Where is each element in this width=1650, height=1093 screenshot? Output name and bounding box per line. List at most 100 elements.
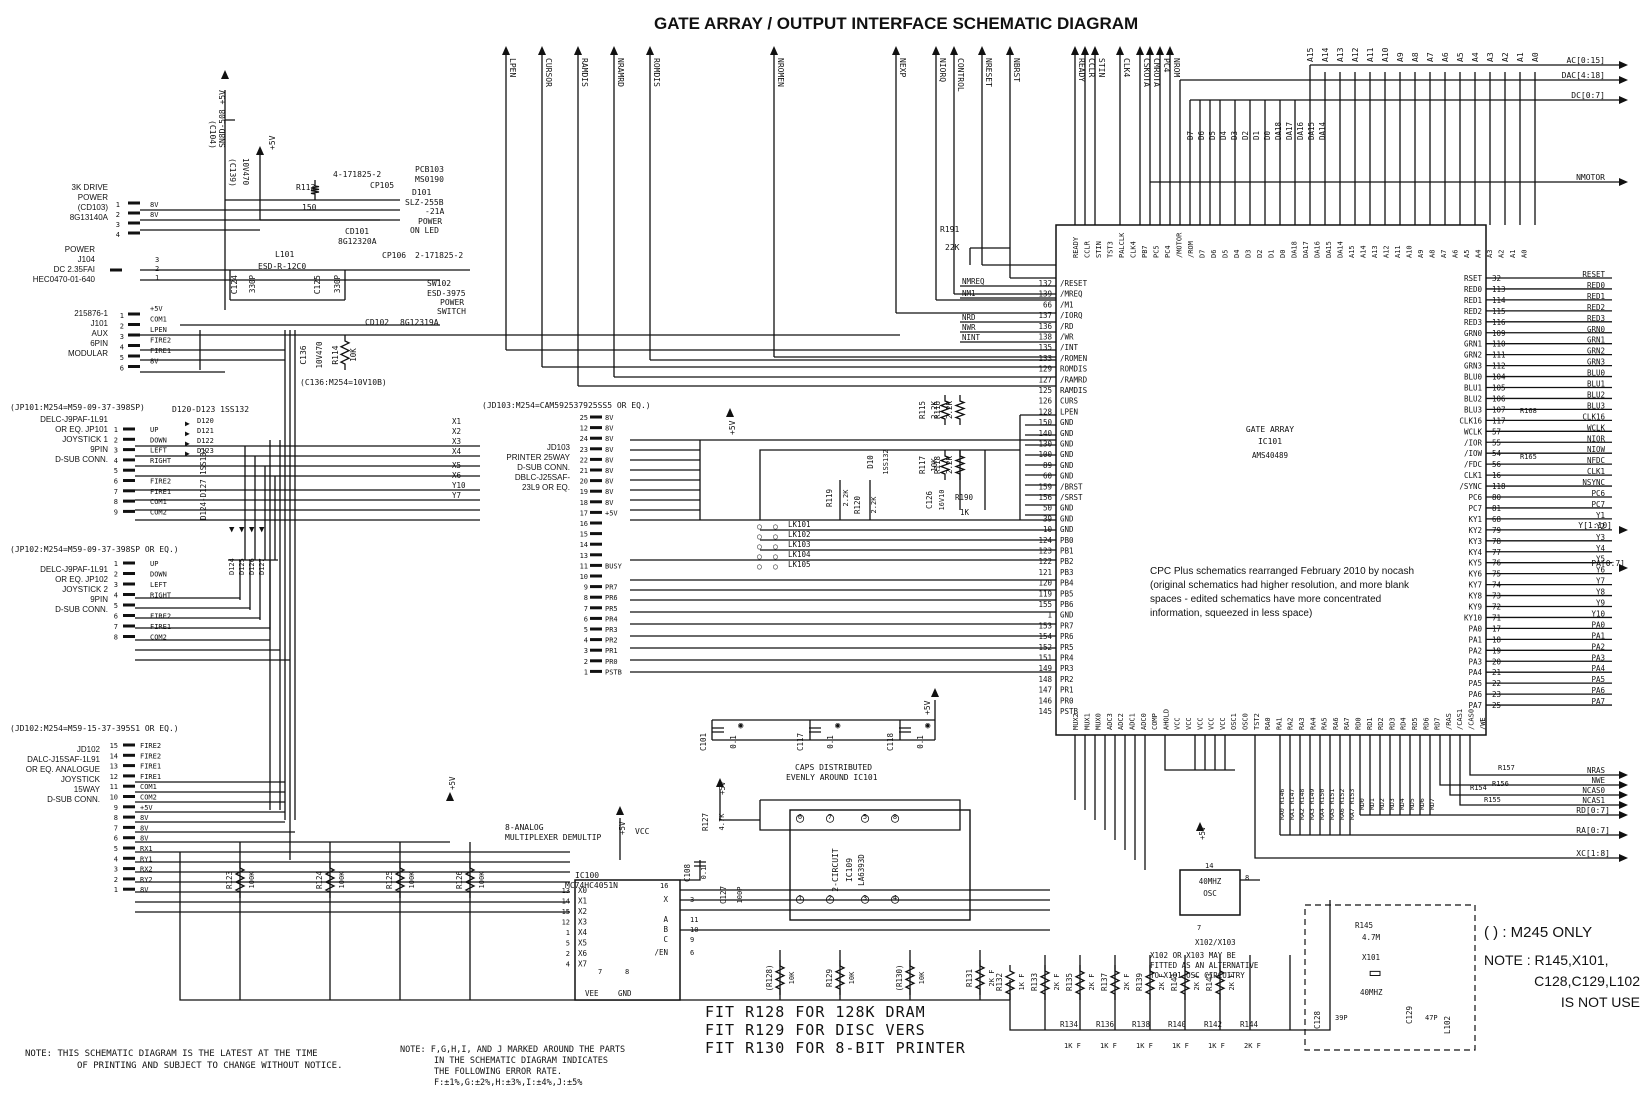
ic109-pin-num: 7 <box>828 813 832 821</box>
connector-text: J101 <box>91 319 109 328</box>
ic101-bottom-pin: TST2 <box>1253 713 1261 730</box>
ic101-bottom-pin: RD7 <box>1434 717 1442 730</box>
pin-number: 7 <box>584 605 588 613</box>
mux-pin-num: 8 <box>625 968 629 976</box>
part-label: R143 <box>1205 973 1214 991</box>
comparator-ic109 <box>789 809 971 921</box>
resistor-label: R168 <box>1520 407 1537 415</box>
pin-number: 13 <box>580 552 588 560</box>
ic101-top-pin: A3 <box>1486 250 1494 258</box>
ic101-left-pin: LPEN <box>1060 407 1078 416</box>
resistor-icon <box>1109 965 1121 1000</box>
signal-arrow-icon <box>502 46 510 55</box>
net-label: FIRE1 <box>150 623 171 631</box>
ic101-bottom-pin: /RAS <box>1445 713 1453 730</box>
alt-osc-box <box>1304 904 1476 1051</box>
ic101-bottom-pin: MUX1 <box>1083 713 1091 730</box>
part-value: 2-171825-2 <box>415 251 463 260</box>
ic109-pin-num: 3 <box>863 894 867 902</box>
output-signal-label: Y8 <box>1596 588 1606 597</box>
part-value: 100K <box>478 871 486 889</box>
part-label: (R128) <box>765 964 774 991</box>
rd-label: RD4 <box>1398 798 1406 810</box>
data-label: DA17 <box>1285 122 1294 140</box>
part-value: 2K F <box>1123 974 1131 991</box>
signal-arrow-icon <box>1006 46 1014 55</box>
connector-text: J104 <box>78 255 96 264</box>
signal-arrow-icon <box>1619 801 1628 809</box>
pin-number: 1 <box>155 274 159 282</box>
part-label: SWITCH <box>437 307 466 316</box>
pin-number: 15 <box>580 531 588 539</box>
pin-number: 8 <box>114 814 118 822</box>
pin-number: 11 <box>110 783 118 791</box>
net-label: 8V <box>150 211 159 219</box>
ic109-pin-pad: ◯ <box>890 811 899 826</box>
connector-text: POWER <box>78 193 108 202</box>
part-label: R119 <box>825 489 834 507</box>
data-label: DA15 <box>1307 122 1316 140</box>
output-signal-label: PA6 <box>1591 686 1605 695</box>
net-label: FIRE2 <box>140 742 161 750</box>
mux-part: MC74HC4051N <box>565 881 618 890</box>
ic101-bottom-pin: RA6 <box>1332 717 1340 730</box>
part-label: SW102 <box>427 279 451 288</box>
part-label: R145 <box>1355 921 1373 930</box>
pin-number: 3 <box>114 866 118 874</box>
signal-arrow-icon <box>1071 46 1079 55</box>
pin-number: 3 <box>116 221 120 229</box>
mux-pin: X <box>663 895 668 904</box>
part-value: 2.2K <box>930 400 939 419</box>
address-label: A0 <box>1531 52 1540 62</box>
net-label: FIRE1 <box>140 763 161 771</box>
resistor-icon <box>904 960 916 995</box>
bus-label: NMOTOR <box>1576 173 1605 182</box>
capacitor-icon <box>694 861 706 867</box>
bus-label: RD[0:7] <box>1576 806 1610 815</box>
diode-label: D126 <box>248 558 256 575</box>
connector-text: 8G13140A <box>70 213 109 222</box>
net-label: 8V <box>605 414 614 422</box>
mux-pin: X2 <box>578 907 587 916</box>
ic101-left-pin: CURS <box>1060 397 1079 406</box>
part-value: 0.1 <box>700 867 708 880</box>
power-arrow-icon <box>256 146 264 155</box>
note-mid-line: IN THE SCHEMATIC DIAGRAM INDICATES <box>434 1056 608 1066</box>
pin-number: 5 <box>114 467 118 475</box>
pin-number: 14 <box>110 752 118 760</box>
rd-label: RD1 <box>1368 798 1376 810</box>
mux-pin: VEE <box>585 989 599 998</box>
data-label: D2 <box>1241 131 1250 140</box>
diode-icon: ▶ <box>185 419 190 428</box>
part-value: 2K F <box>1088 974 1096 991</box>
pin-number: 9 <box>114 804 118 812</box>
part-label: R123 <box>225 871 234 889</box>
output-signal-label: Y5 <box>1596 555 1605 564</box>
net-label: PR3 <box>605 626 618 634</box>
right-note: NOTE : R145,X101, C128,C129,L102 IS NOT … <box>1484 950 1640 1013</box>
net-label: +5V <box>140 804 153 812</box>
part-value: 4.7M <box>1362 933 1381 942</box>
ic101-left-pin: ROMDIS <box>1060 365 1088 374</box>
ic101-top-pin: CLK4 <box>1130 241 1138 258</box>
net-label: PR4 <box>605 615 618 623</box>
part-label: SN8D-508 +5V <box>218 90 227 148</box>
data-label: DA14 <box>1318 121 1327 140</box>
link-label: LK105 <box>788 560 811 569</box>
power-arrow-icon <box>1196 822 1204 831</box>
ic101-left-pin: PR2 <box>1060 675 1074 684</box>
part-value: 22K <box>945 243 960 252</box>
part-value: 2K F <box>1244 1042 1261 1050</box>
net-label: Y7 <box>452 491 461 500</box>
part-label: L102 <box>1443 1016 1452 1034</box>
ic101-left-pin: PR4 <box>1060 654 1074 663</box>
osc-label: OSC <box>1203 889 1217 898</box>
ic101-left-pin-num: 130 <box>1038 440 1052 449</box>
link-pad-icon: ○ <box>757 542 762 551</box>
output-signal-label: NWE <box>1591 776 1605 785</box>
output-signal-label: PA5 <box>1591 675 1605 684</box>
ic101-top-pin: READY <box>1072 236 1080 258</box>
mux-pin-num: 13 <box>562 887 570 895</box>
ic101-left-pin: GND <box>1060 514 1074 523</box>
